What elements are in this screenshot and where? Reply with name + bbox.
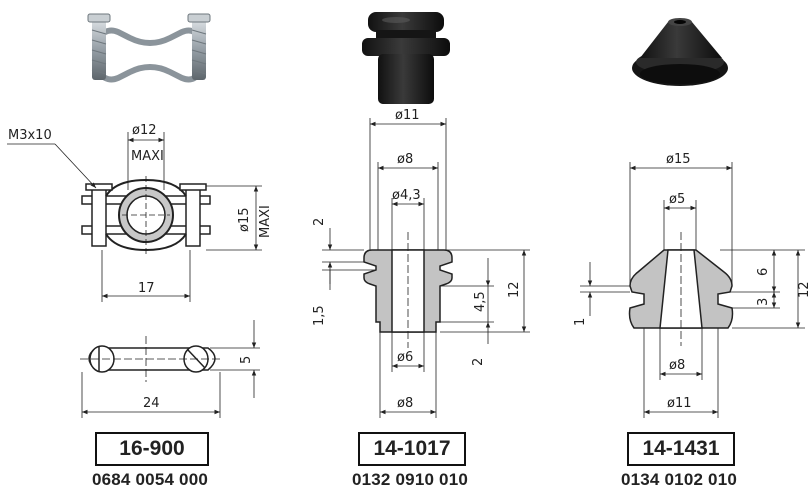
dim-height-12: 12 [507,281,522,298]
dim-d8: ø8 [669,358,685,373]
dim-4-5: 4,5 [473,291,488,312]
dim-d6: ø6 [397,350,413,365]
cone-grommet-dimensions [580,162,805,418]
dim-lip-1: 1 [573,318,588,326]
dim-diameter-12: ø12 [132,123,157,138]
dim-h12: 12 [797,281,810,298]
dim-d8-bottom: ø8 [397,396,413,411]
dim-length-24: 24 [143,396,160,411]
grommet-dimensions [322,118,530,418]
clamp-front-dimensions [7,132,262,302]
dim-maxi-side: MAXI [258,205,273,238]
cone-grommet-section-view [628,232,734,346]
dim-h6: 6 [756,268,771,276]
dim-width-17: 17 [138,281,155,296]
dim-diameter-15: ø15 [237,208,252,233]
dim-maxi-top: MAXI [131,149,164,164]
clamp-bottom-view [80,336,222,382]
dim-d5: ø5 [669,192,685,207]
dim-groove-2: 2 [312,218,327,226]
dim-d11: ø11 [395,108,420,123]
product-code-box: 16-900 [95,432,209,466]
product-code-box: 14-1017 [358,432,466,466]
clamp-front-view [81,176,211,255]
dim-d15: ø15 [666,152,691,167]
product-code-box: 14-1431 [627,432,735,466]
dim-flange-1-5: 1,5 [312,305,327,326]
dim-bottom-2: 2 [471,358,486,366]
part-number: 0132 0910 010 [351,470,469,489]
part-number: 0684 0054 000 [91,470,209,489]
dim-d4-3: ø4,3 [392,188,421,203]
grommet-photo [362,12,450,104]
cone-grommet-photo [632,18,728,86]
grommet-section-view [363,232,453,348]
dim-height-5: 5 [239,356,254,364]
clamp-bottom-dimensions [81,320,260,418]
clamp-photo [87,13,211,83]
dim-d8-top: ø8 [397,152,413,167]
dim-h3: 3 [756,298,771,306]
dim-screw: M3x10 [8,128,52,143]
dim-d11: ø11 [667,396,692,411]
part-number: 0134 0102 010 [620,470,738,489]
